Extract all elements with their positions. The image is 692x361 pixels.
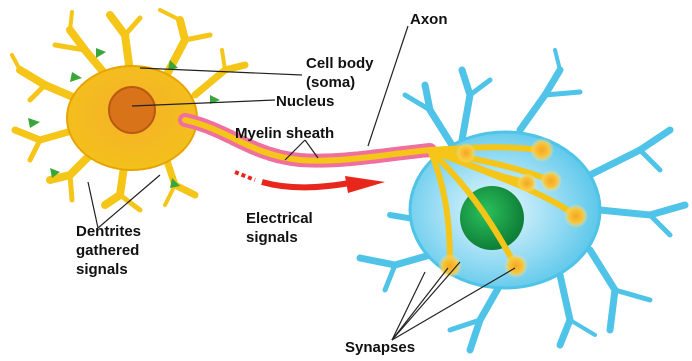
synapse bbox=[504, 254, 528, 278]
nucleus-label: Nucleus bbox=[276, 92, 334, 111]
cell-body-label: Cell body (soma) bbox=[306, 54, 374, 92]
synapse bbox=[517, 173, 537, 193]
myelin-sheath-label: Myelin sheath bbox=[235, 124, 334, 143]
dendrites-label: Dentrites gathered signals bbox=[76, 222, 141, 279]
synapse bbox=[530, 138, 554, 162]
source-nucleus bbox=[109, 87, 155, 133]
source-neuron bbox=[12, 10, 245, 210]
synapse bbox=[438, 254, 462, 278]
synapses-label: Synapses bbox=[345, 338, 415, 357]
synapse bbox=[540, 170, 562, 192]
synapse bbox=[564, 204, 588, 228]
synapse bbox=[456, 143, 476, 163]
axon-label: Axon bbox=[410, 10, 448, 29]
electrical-signal-arrow bbox=[235, 172, 385, 193]
electrical-signals-label: Electrical signals bbox=[246, 209, 313, 247]
